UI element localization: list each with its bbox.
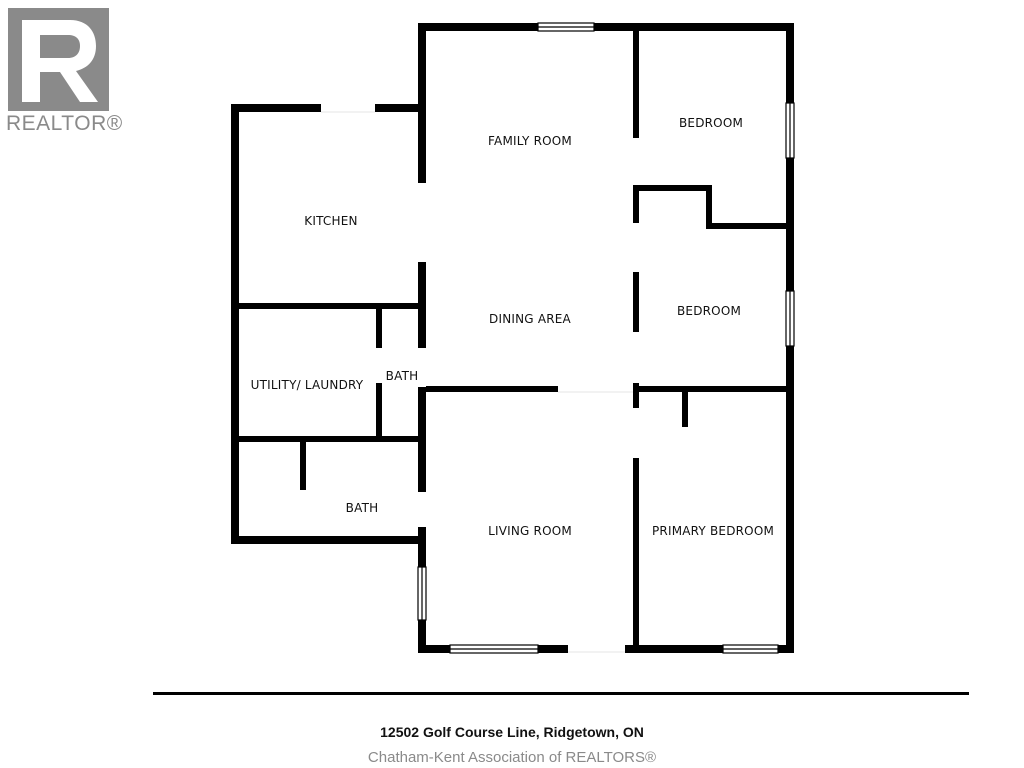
wall-right-3 [786, 346, 794, 652]
wall-bottom-3 [625, 645, 723, 653]
association-credit: Chatham-Kent Association of REALTORS® [367, 749, 657, 766]
wall-bottom-2 [538, 645, 568, 653]
wall-bath-left-a [376, 306, 382, 348]
wall-left-bottom [231, 536, 426, 544]
realtor-r-glyph [22, 20, 98, 102]
wall-top-left [418, 23, 538, 31]
wall-left-outer [231, 104, 239, 544]
label-utility-laundry: UTILITY/ LAUNDRY [250, 378, 364, 392]
label-kitchen: KITCHEN [304, 214, 358, 228]
label-bath-small: BATH [385, 369, 419, 383]
wall-bath-stub [300, 440, 306, 490]
divider-line [153, 692, 969, 695]
wall-kitchen-top-2 [375, 104, 425, 112]
wall-int-2 [633, 185, 639, 223]
wall-left-e [418, 620, 426, 653]
closet-bottom [706, 223, 788, 229]
label-bath-lower: BATH [345, 501, 379, 515]
wall-int-3 [633, 272, 639, 332]
wall-right-1 [786, 23, 794, 103]
wall-h-living [426, 386, 558, 392]
wall-top-right [594, 23, 794, 31]
wall-int-5 [633, 458, 639, 653]
wall-left-d [418, 527, 426, 567]
label-family-room: FAMILY ROOM [488, 134, 572, 148]
wall-utility-bottom [237, 436, 422, 442]
closet-side [706, 185, 712, 229]
label-living-room: LIVING ROOM [488, 524, 572, 538]
wall-bottom-1 [418, 645, 450, 653]
wall-h-primary [633, 386, 788, 392]
wall-right-2 [786, 158, 794, 291]
label-bedroom-middle: BEDROOM [676, 304, 742, 318]
wall-stub-primary [682, 390, 688, 427]
wall-kitchen-top-1 [231, 104, 321, 112]
label-dining-area: DINING AREA [489, 312, 571, 326]
property-address: 12502 Golf Course Line, Ridgetown, ON [380, 724, 644, 740]
wall-left-a [418, 23, 426, 183]
realtor-logo-text: REALTOR® [6, 112, 123, 135]
wall-int-4 [633, 383, 639, 408]
wall-bottom-4 [778, 645, 794, 653]
closet-top [638, 185, 712, 191]
realtor-logo [8, 8, 109, 111]
wall-kitchen-bottom [237, 303, 422, 309]
label-bedroom-top: BEDROOM [678, 116, 744, 130]
wall-int-1 [633, 23, 639, 138]
wall-bath-left-b [376, 383, 382, 440]
label-primary-bedroom: PRIMARY BEDROOM [651, 524, 775, 538]
